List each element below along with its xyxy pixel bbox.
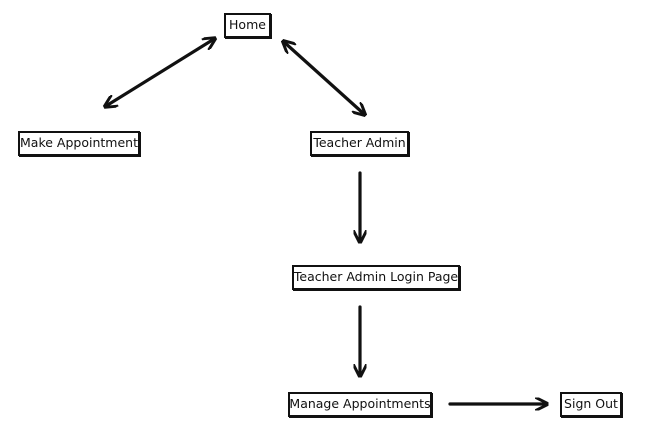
node-sign-out: Sign Out <box>560 392 622 417</box>
node-make-appointment-label: Make Appointment <box>20 135 138 151</box>
arrow-home-teacher-admin <box>284 42 364 114</box>
node-manage-appointments-label: Manage Appointments <box>289 396 431 412</box>
node-home: Home <box>224 13 271 38</box>
node-teacher-admin-login-page: Teacher Admin Login Page <box>292 265 460 290</box>
node-teacher-admin: Teacher Admin <box>310 131 409 156</box>
node-sign-out-label: Sign Out <box>564 396 618 412</box>
node-teacher-admin-label: Teacher Admin <box>313 135 406 151</box>
node-make-appointment: Make Appointment <box>18 131 140 156</box>
arrow-home-make-appointment <box>106 39 214 106</box>
node-manage-appointments: Manage Appointments <box>288 392 432 417</box>
node-teacher-admin-login-page-label: Teacher Admin Login Page <box>293 269 459 285</box>
node-home-label: Home <box>229 17 266 33</box>
